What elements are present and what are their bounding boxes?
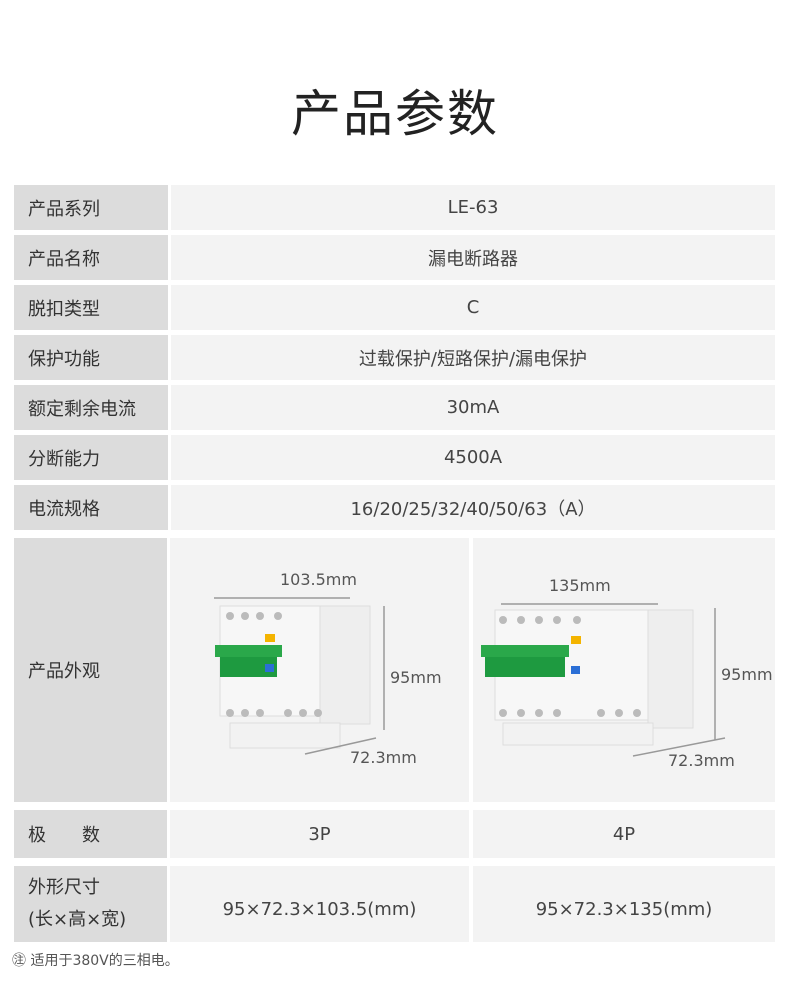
size-label-sub: (长×高×宽) xyxy=(28,909,127,930)
width-4p: 135mm xyxy=(549,576,611,595)
row-label: 保护功能 xyxy=(14,335,168,380)
row-label: 外形尺寸 (长×高×宽) xyxy=(14,866,167,942)
row-label: 分断能力 xyxy=(14,435,168,480)
poles-4p: 4P xyxy=(473,810,775,858)
height-4p: 95mm xyxy=(721,665,773,684)
row-value: LE-63 xyxy=(171,185,775,230)
footnote: ㊟ 适用于380V的三相电。 xyxy=(12,953,179,969)
breaker-3p-image xyxy=(214,597,385,755)
row-value: 16/20/25/32/40/50/63（A） xyxy=(171,485,775,530)
width-3p: 103.5mm xyxy=(280,570,357,589)
poles-3p: 3P xyxy=(170,810,469,858)
size-row: 外形尺寸 (长×高×宽) 95×72.3×103.5(mm) 95×72.3×1… xyxy=(14,866,775,942)
row-value: 30mA xyxy=(171,385,775,430)
row-value: 4500A xyxy=(171,435,775,480)
size-label: 外形尺寸 xyxy=(28,877,100,898)
image-4p: 135mm 95mm 72.3mm xyxy=(473,538,775,802)
size-3p: 95×72.3×103.5(mm) xyxy=(170,866,469,942)
row-label: 脱扣类型 xyxy=(14,285,168,330)
appearance-row: 产品外观 103.5mm 95mm 72.3mm xyxy=(14,538,775,802)
size-4p: 95×72.3×135(mm) xyxy=(473,866,775,942)
row-label: 极 数 xyxy=(14,810,167,858)
row-label: 额定剩余电流 xyxy=(14,385,168,430)
row-label: 电流规格 xyxy=(14,485,168,530)
page-title: 产品参数 xyxy=(291,85,499,143)
row-label: 产品名称 xyxy=(14,235,168,280)
breaker-4p-image xyxy=(481,603,726,757)
row-value: C xyxy=(171,285,775,330)
row-label: 产品外观 xyxy=(14,538,167,802)
image-3p: 103.5mm 95mm 72.3mm xyxy=(170,538,469,802)
row-value: 漏电断路器 xyxy=(171,235,775,280)
spec-row: 保护功能过载保护/短路保护/漏电保护 xyxy=(14,335,775,380)
depth-4p: 72.3mm xyxy=(668,751,735,770)
height-3p: 95mm xyxy=(390,668,442,687)
depth-3p: 72.3mm xyxy=(350,748,417,767)
poles-row: 极 数 3P 4P xyxy=(14,810,775,858)
spec-row: 产品名称漏电断路器 xyxy=(14,235,775,280)
row-value: 过载保护/短路保护/漏电保护 xyxy=(171,335,775,380)
row-label: 产品系列 xyxy=(14,185,168,230)
